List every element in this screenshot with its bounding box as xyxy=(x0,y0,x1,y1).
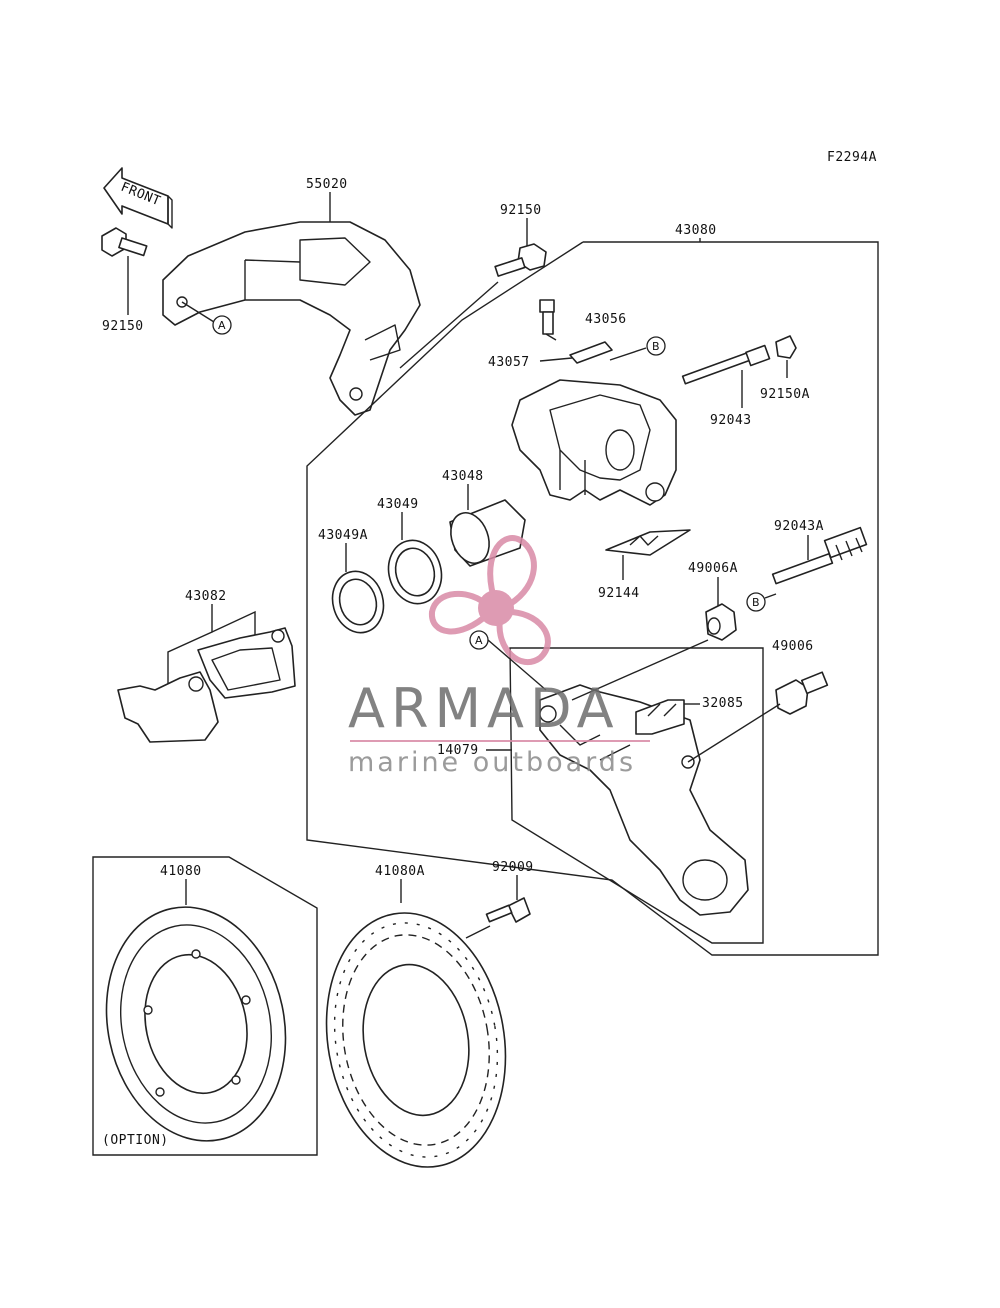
label-43057: 43057 xyxy=(488,355,530,370)
label-92150-left: 92150 xyxy=(102,319,144,334)
boot-49006 xyxy=(775,671,829,715)
watermark-tagline: marine outboards xyxy=(348,747,636,778)
seal-43049A xyxy=(331,570,385,634)
svg-text:A: A xyxy=(475,634,483,647)
label-92043A: 92043A xyxy=(774,519,824,534)
brake-disc-41080A xyxy=(325,912,507,1168)
label-49006A: 49006A xyxy=(688,561,738,576)
callout-a-bracket-lower: A xyxy=(469,630,489,650)
label-14079: 14079 xyxy=(437,743,479,758)
brake-disc-41080 xyxy=(105,906,287,1142)
svg-text:B: B xyxy=(752,596,760,609)
bolt-92150-left xyxy=(101,227,148,257)
plug-92150A xyxy=(775,335,797,359)
label-43056: 43056 xyxy=(585,312,627,327)
brake-pad-43082 xyxy=(117,627,296,743)
caliper-bracket-14079 xyxy=(539,684,749,916)
spring-plate-92144 xyxy=(605,529,691,556)
label-43048: 43048 xyxy=(442,469,484,484)
figure-code: F2294A xyxy=(827,150,877,165)
slide-pin-92043 xyxy=(681,344,771,385)
label-55020: 55020 xyxy=(306,177,348,192)
label-43049A: 43049A xyxy=(318,528,368,543)
watermark-brand: ARMADA xyxy=(348,677,620,740)
option-label: (OPTION) xyxy=(102,1133,169,1148)
svg-text:A: A xyxy=(218,319,226,332)
assembly-frame-43080 xyxy=(306,241,879,956)
label-92144: 92144 xyxy=(598,586,640,601)
label-43049: 43049 xyxy=(377,497,419,512)
piston-43048 xyxy=(449,499,526,567)
label-92009: 92009 xyxy=(492,860,534,875)
screw-92009 xyxy=(485,897,531,923)
cap-43057 xyxy=(569,341,613,364)
pad-spring-32085 xyxy=(635,699,685,735)
label-43082: 43082 xyxy=(185,589,227,604)
label-41080A: 41080A xyxy=(375,864,425,879)
label-32085: 32085 xyxy=(702,696,744,711)
seal-43049 xyxy=(387,539,443,605)
callout-b-boot: B xyxy=(746,592,766,612)
label-92150A: 92150A xyxy=(760,387,810,402)
bleeder-valve-43056 xyxy=(539,299,557,341)
callout-b-top: B xyxy=(646,336,666,356)
front-arrow-icon: FRONT xyxy=(103,167,173,229)
label-92043: 92043 xyxy=(710,413,752,428)
label-92150-top: 92150 xyxy=(500,203,542,218)
label-41080: 41080 xyxy=(160,864,202,879)
label-43080: 43080 xyxy=(675,223,717,238)
armada-watermark: ARMADA marine outboards xyxy=(348,535,650,778)
label-49006: 49006 xyxy=(772,639,814,654)
boot-49006A xyxy=(705,603,737,641)
option-frame xyxy=(92,856,318,1156)
slide-pin-92043A xyxy=(771,526,868,585)
bracket-subframe xyxy=(509,647,764,944)
caliper-body xyxy=(511,379,677,506)
propeller-logo-icon xyxy=(428,535,551,666)
caliper-bracket-55020 xyxy=(162,221,421,416)
callout-a-bracket: A xyxy=(212,315,232,335)
svg-text:B: B xyxy=(652,340,660,353)
bolt-92150-top xyxy=(494,243,547,277)
